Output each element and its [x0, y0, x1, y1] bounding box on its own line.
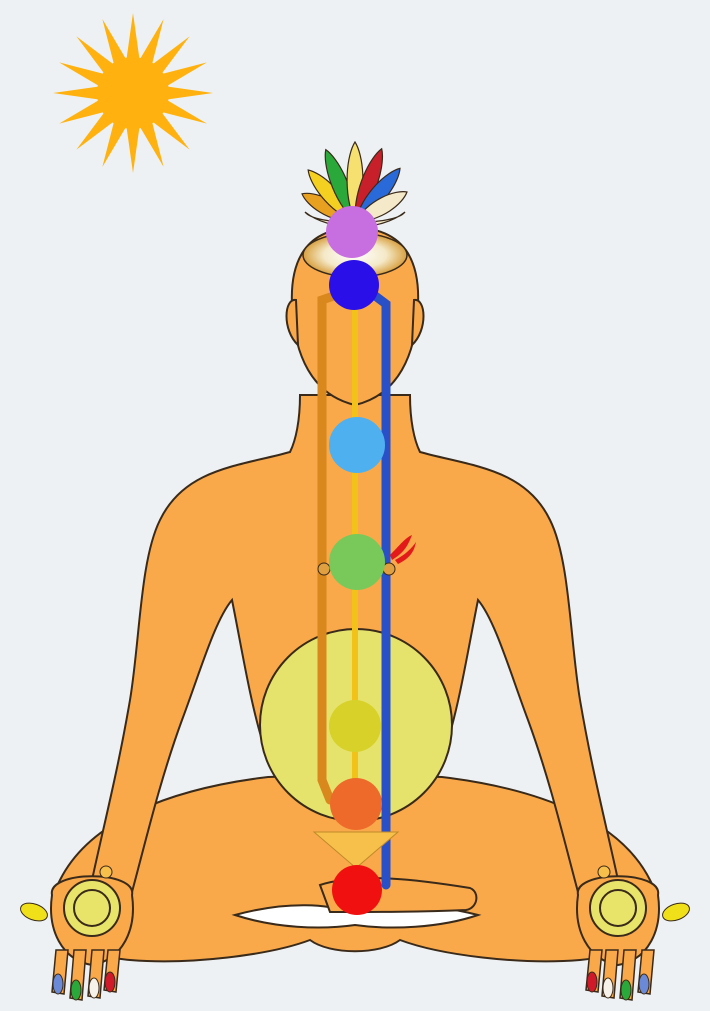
- fingertip: [603, 978, 613, 998]
- mudra-ring: [64, 880, 120, 936]
- crescent-moon-icon: [538, 47, 628, 141]
- fingertip: [587, 972, 597, 992]
- fingertip: [621, 980, 631, 1000]
- sun-icon: [53, 13, 213, 173]
- fingertip: [53, 974, 63, 994]
- left-hand: [18, 866, 133, 1000]
- chakra-third-eye: [329, 260, 379, 310]
- chakra-crown: [326, 206, 378, 258]
- left-ear: [287, 300, 299, 345]
- mudra-ring: [590, 880, 646, 936]
- right-hand: [577, 866, 692, 1000]
- right-ear: [412, 300, 424, 345]
- left-node: [318, 563, 330, 575]
- thumb-tip: [18, 900, 50, 925]
- thumb-tip: [660, 900, 692, 925]
- fingertip: [105, 972, 115, 992]
- fingertip: [71, 980, 81, 1000]
- fingertip: [89, 978, 99, 998]
- chakra-heart: [329, 534, 385, 590]
- wrist-dot: [598, 866, 610, 878]
- chakra-sacral: [330, 778, 382, 830]
- chakra-solar-plexus: [329, 700, 381, 752]
- fingertip: [639, 974, 649, 994]
- wrist-dot: [100, 866, 112, 878]
- sun-disc: [97, 57, 169, 129]
- chakra-throat: [329, 417, 385, 473]
- chakra-root: [332, 865, 382, 915]
